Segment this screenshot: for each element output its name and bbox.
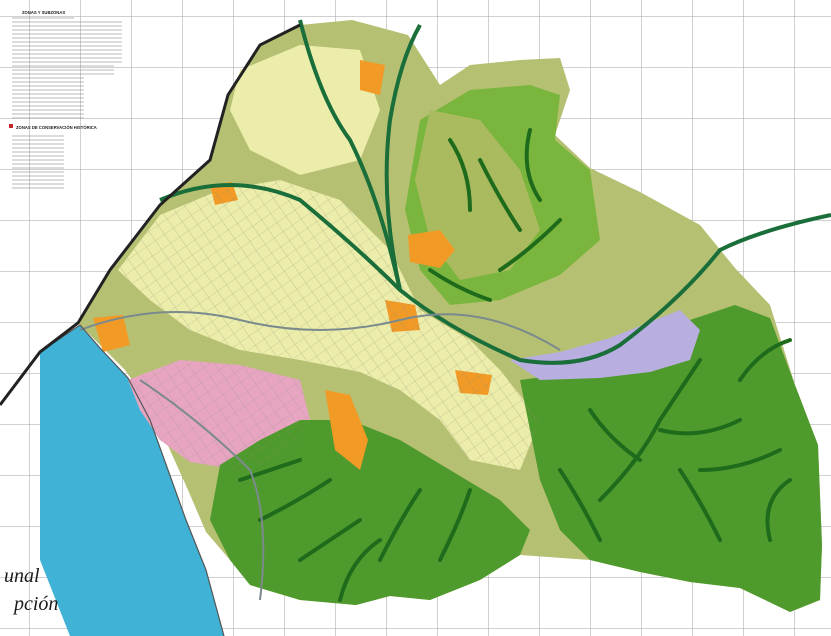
street-network <box>118 180 540 470</box>
legend-heading-historic: ZONAS DE CONSERVACIÓN HISTÓRICA <box>16 125 97 130</box>
coastline <box>39 324 225 636</box>
special-zone <box>360 60 385 95</box>
legend-heading-zones: ZONAS Y SUBZONAS <box>22 10 66 15</box>
hills-south <box>210 420 530 605</box>
street-network-center <box>128 360 310 470</box>
map-legend: ZONAS Y SUBZONAS ZONAS DE CONSERVACIÓN H… <box>4 4 124 200</box>
ravine-network <box>238 128 792 602</box>
sea-area <box>40 325 224 636</box>
caption-line-1: unal <box>4 565 40 587</box>
legend-lines <box>9 17 124 189</box>
special-zone <box>408 230 455 268</box>
caption-line-2: pción <box>14 593 59 615</box>
border-line <box>0 23 301 406</box>
special-zone <box>325 390 368 470</box>
hills-northeast <box>415 110 540 280</box>
special-zone <box>93 315 130 352</box>
highway-network <box>79 19 831 601</box>
residential-zone-north <box>230 45 380 175</box>
